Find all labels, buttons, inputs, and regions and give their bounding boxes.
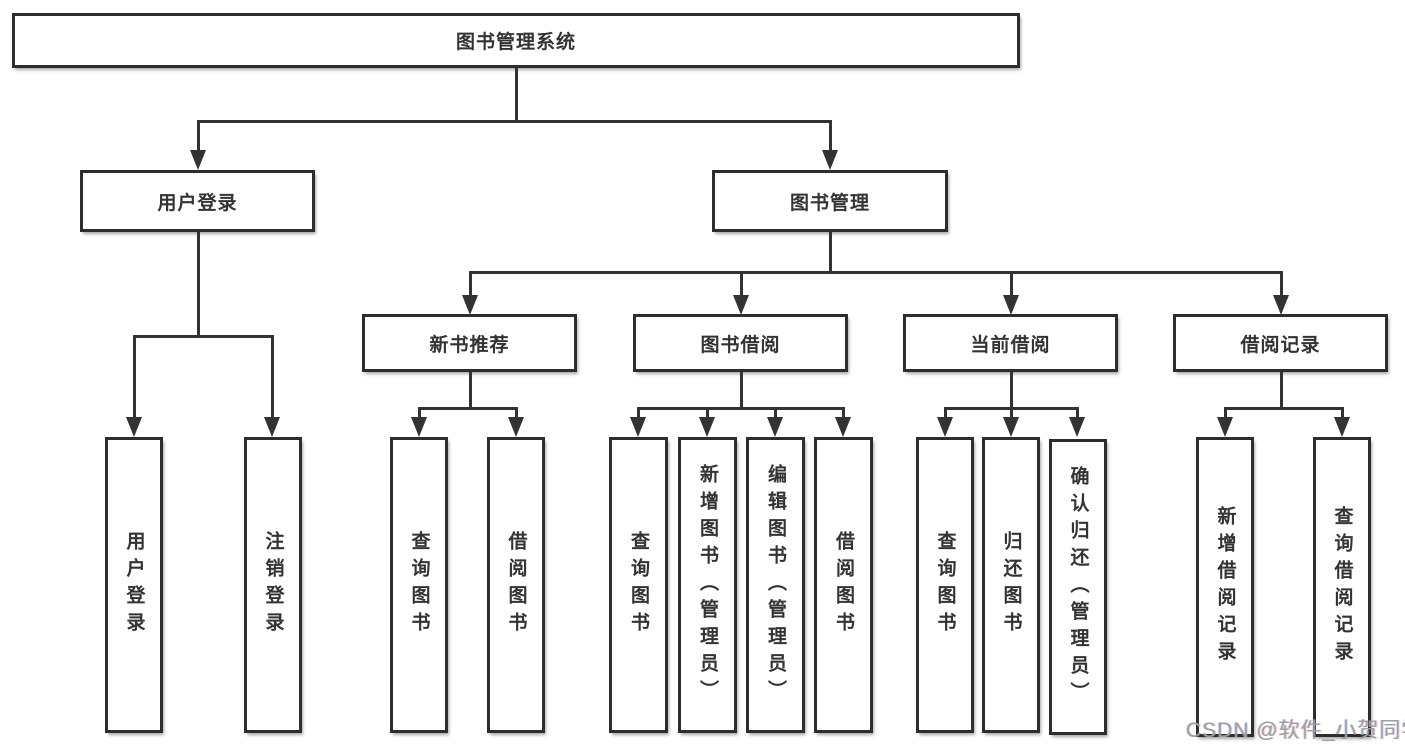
node-label: 图书管理 (789, 192, 870, 214)
node-label: 借阅图书 (833, 531, 854, 639)
arrow-down-icon (1003, 295, 1019, 315)
arrow-down-icon (462, 295, 478, 315)
node-label: 查询图书 (628, 531, 649, 639)
node-label: 归还图书 (1000, 531, 1022, 639)
connector (1076, 407, 1079, 417)
node-label: 确认归还（管理员） (1067, 465, 1089, 709)
node-label: 编辑图书（管理员） (765, 463, 786, 707)
node-label: 用户登录 (123, 531, 145, 639)
node-label: 注销登录 (262, 531, 284, 639)
connector (469, 271, 1283, 274)
arrow-down-icon (699, 417, 715, 437)
arrow-down-icon (1334, 417, 1350, 437)
connector (133, 335, 136, 417)
node-book-borrowing: 图书借阅 (633, 314, 848, 372)
node-user-login: 用户登录 (80, 170, 315, 232)
node-new-book-recommendation: 新书推荐 (362, 314, 577, 372)
connector (469, 372, 472, 407)
connector (637, 407, 845, 410)
connector (197, 120, 200, 152)
node-label: 借阅图书 (505, 531, 527, 639)
connector (197, 120, 831, 123)
connector (1280, 372, 1283, 407)
node-library-management-system: 图书管理系统 (12, 13, 1020, 68)
connector (271, 335, 274, 417)
connector (944, 407, 947, 417)
node-label: 新书推荐 (429, 334, 510, 356)
connector (1010, 271, 1013, 295)
arrow-down-icon (264, 417, 280, 437)
connector (706, 407, 709, 417)
leaf-edit-books-admin: 编辑图书（管理员） (746, 437, 805, 733)
csdn-watermark: CSDN @软件_小贺同学 (1186, 719, 1405, 742)
connector (740, 271, 743, 295)
connector (637, 407, 640, 417)
node-label: 新增借阅记录 (1214, 506, 1236, 668)
connector (740, 372, 743, 407)
node-label: 当前借阅 (970, 334, 1051, 356)
connector (829, 120, 832, 152)
leaf-query-borrow-record: 查询借阅记录 (1313, 437, 1371, 737)
connector (1341, 407, 1344, 417)
arrow-down-icon (411, 417, 427, 437)
arrow-down-icon (767, 417, 783, 437)
node-current-borrowing: 当前借阅 (903, 314, 1118, 372)
arrow-down-icon (1273, 295, 1289, 315)
arrow-down-icon (190, 150, 206, 170)
node-borrowing-records: 借阅记录 (1173, 314, 1388, 372)
connector (418, 407, 421, 417)
connector (1224, 407, 1343, 410)
connector (515, 407, 518, 417)
node-book-management: 图书管理 (712, 170, 948, 232)
connector (774, 407, 777, 417)
arrow-down-icon (733, 295, 749, 315)
connector (1010, 407, 1013, 417)
connector (1280, 271, 1283, 295)
leaf-logout: 注销登录 (244, 437, 302, 733)
arrow-down-icon (1069, 417, 1085, 437)
arrow-down-icon (1217, 417, 1233, 437)
leaf-confirm-return-admin: 确认归还（管理员） (1049, 439, 1107, 735)
leaf-query-books: 查询图书 (609, 437, 668, 733)
arrow-down-icon (937, 417, 953, 437)
leaf-borrow-books: 借阅图书 (487, 437, 545, 733)
connector (1224, 407, 1227, 417)
leaf-add-borrow-record: 新增借阅记录 (1196, 437, 1254, 737)
leaf-borrow-books: 借阅图书 (814, 437, 873, 733)
connector (842, 407, 845, 417)
leaf-add-books-admin: 新增图书（管理员） (678, 437, 737, 733)
node-label: 用户登录 (157, 192, 238, 214)
arrow-down-icon (822, 150, 838, 170)
arrow-down-icon (630, 417, 646, 437)
connector (197, 232, 200, 335)
leaf-user-login: 用户登录 (105, 437, 163, 733)
connector (1010, 372, 1013, 407)
leaf-return-books: 归还图书 (982, 437, 1040, 733)
leaf-query-books: 查询图书 (916, 437, 974, 733)
arrow-down-icon (1003, 417, 1019, 437)
connector (469, 271, 472, 295)
node-label: 图书借阅 (700, 334, 781, 356)
arrow-down-icon (508, 417, 524, 437)
leaf-query-books: 查询图书 (390, 437, 448, 733)
arrow-down-icon (126, 417, 142, 437)
arrow-down-icon (835, 417, 851, 437)
node-label: 查询图书 (408, 531, 430, 639)
node-label: 图书管理系统 (455, 32, 576, 53)
node-label: 查询借阅记录 (1331, 506, 1353, 668)
node-label: 借阅记录 (1240, 334, 1321, 356)
connector (515, 68, 518, 120)
connector (418, 407, 518, 410)
node-label: 新增图书（管理员） (697, 463, 718, 707)
node-label: 查询图书 (934, 531, 956, 639)
connector (829, 232, 832, 271)
connector (133, 335, 274, 338)
